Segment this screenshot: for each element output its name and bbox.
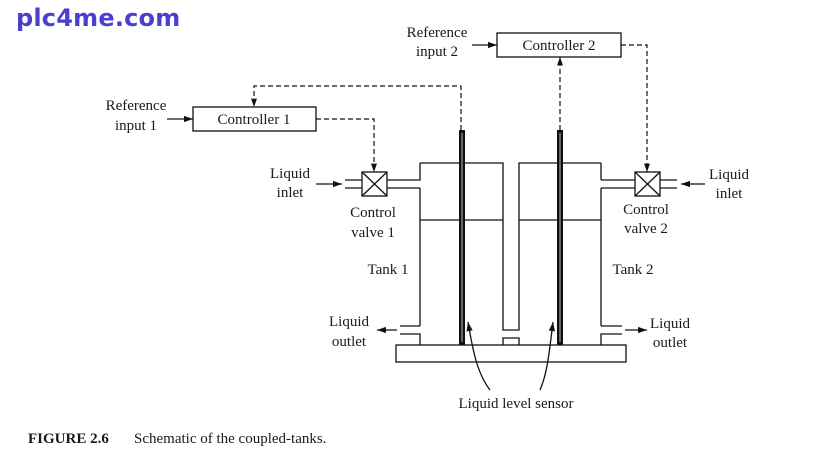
control-valve-1-icon <box>361 171 388 197</box>
liquid-inlet-2-label-line2: inlet <box>716 186 743 202</box>
figure-caption: Schematic of the coupled-tanks. <box>134 431 326 447</box>
liquid-outlet-2-label-line1: Liquid <box>650 316 690 332</box>
liquid-outlet-1-label-line1: Liquid <box>329 314 369 330</box>
sensor-1-feedback-line <box>251 85 462 130</box>
level-sensor-1 <box>459 130 465 345</box>
liquid-outlet-2-label-line2: outlet <box>653 335 688 351</box>
level-sensor-2 <box>557 130 563 345</box>
controller-1-label: Controller 1 <box>218 112 291 128</box>
controller-2-label: Controller 2 <box>523 38 596 54</box>
tank-2-label: Tank 2 <box>612 262 653 278</box>
reference-input-2-label-line1: Reference <box>407 25 468 41</box>
tank-2 <box>600 163 635 345</box>
sensor-2-pointer <box>539 321 555 391</box>
liquid-inlet-1-label-line1: Liquid <box>270 166 310 182</box>
reference-input-2-label-line2: input 2 <box>416 44 458 60</box>
sensor-1-pointer <box>466 321 491 391</box>
control-valve-1-label-line2: valve 1 <box>351 225 395 241</box>
controller-2-to-valve-2-line <box>621 44 650 172</box>
reference-input-1-label-line2: input 1 <box>115 118 157 134</box>
base-platform <box>395 344 627 363</box>
liquid-outlet-1-label-line2: outlet <box>332 334 367 350</box>
liquid-inlet-1-label-line2: inlet <box>277 185 304 201</box>
tank-1-label: Tank 1 <box>367 262 408 278</box>
liquid-inlet-2-label-line1: Liquid <box>709 167 749 183</box>
control-valve-2-label-line1: Control <box>623 202 669 218</box>
controller-2-box <box>496 32 622 58</box>
valve-1-to-tank-pipe-top <box>387 163 421 181</box>
control-valve-1-label-line1: Control <box>350 205 396 221</box>
controller-1-box <box>192 106 317 132</box>
control-valve-2-label-line2: valve 2 <box>624 221 668 237</box>
tank-1 <box>400 162 601 345</box>
liquid-level-sensor-label: Liquid level sensor <box>459 396 574 412</box>
reference-input-1-label-line1: Reference <box>106 98 167 114</box>
control-valve-2-icon <box>634 171 661 197</box>
figure-number: FIGURE 2.6 <box>28 431 109 447</box>
controller-1-to-valve-1-line <box>316 118 377 172</box>
watermark: plc4me.com <box>16 4 181 32</box>
